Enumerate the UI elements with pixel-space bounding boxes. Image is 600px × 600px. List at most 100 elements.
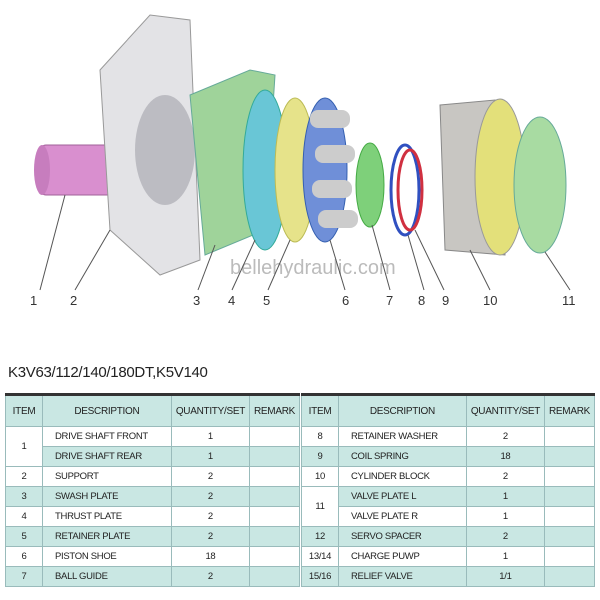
table-header: ITEM DESCRIPTION QUANTITY/SET REMARK xyxy=(301,394,595,427)
cell-remark xyxy=(249,486,300,507)
cell-remark xyxy=(544,546,595,567)
header-description: DESCRIPTION xyxy=(42,394,172,427)
cell-description: RETAINER WASHER xyxy=(338,426,467,447)
cell-quantity: 1 xyxy=(465,486,546,507)
callout-6: 6 xyxy=(342,293,349,308)
callout-8: 8 xyxy=(418,293,425,308)
cell-description: SWASH PLATE xyxy=(42,486,172,507)
cell-remark xyxy=(249,506,300,527)
callout-1: 1 xyxy=(30,293,37,308)
cell-quantity: 2 xyxy=(465,466,546,487)
cell-description: VALVE PLATE R xyxy=(338,506,467,527)
cell-description: THRUST PLATE xyxy=(42,506,172,527)
cell-quantity: 1/1 xyxy=(465,566,546,587)
cell-item: 15/16 xyxy=(301,566,339,587)
cell-item: 4 xyxy=(5,506,43,527)
retainer-washer xyxy=(389,143,424,237)
header-quantity: QUANTITY/SET xyxy=(170,394,251,427)
cell-description: BALL GUIDE xyxy=(42,566,172,587)
cell-item: 9 xyxy=(301,446,339,467)
callout-10: 10 xyxy=(483,293,497,308)
header-item: ITEM xyxy=(5,394,43,427)
header-description: DESCRIPTION xyxy=(338,394,467,427)
cell-remark xyxy=(544,466,595,487)
cell-description: RELIEF VALVE xyxy=(338,566,467,587)
cell-item: 12 xyxy=(301,526,339,547)
cell-remark xyxy=(249,466,300,487)
support-housing xyxy=(99,14,201,276)
header-remark: REMARK xyxy=(249,394,300,427)
cylinder-block xyxy=(439,98,526,256)
cell-quantity: 18 xyxy=(170,546,251,567)
cell-quantity: 1 xyxy=(465,506,546,527)
cell-quantity: 2 xyxy=(170,526,251,547)
callout-3: 3 xyxy=(193,293,200,308)
callout-7: 7 xyxy=(386,293,393,308)
callout-lines xyxy=(39,194,571,291)
ball-guide xyxy=(355,142,385,228)
cell-quantity: 2 xyxy=(465,526,546,547)
callout-9: 9 xyxy=(442,293,449,308)
cell-item: 6 xyxy=(5,546,43,567)
cell-description: PISTON SHOE xyxy=(42,546,172,567)
cell-remark xyxy=(249,426,300,447)
valve-plate xyxy=(513,116,567,254)
cell-quantity: 1 xyxy=(465,546,546,567)
cell-remark xyxy=(544,506,595,527)
cell-item: 10 xyxy=(301,466,339,487)
callout-5: 5 xyxy=(263,293,270,308)
cell-item: 1 xyxy=(5,426,43,467)
cell-description: RETAINER PLATE xyxy=(42,526,172,547)
cell-description: SERVO SPACER xyxy=(338,526,467,547)
cell-quantity: 1 xyxy=(170,446,251,467)
cell-description: CYLINDER BLOCK xyxy=(338,466,467,487)
cell-quantity: 2 xyxy=(170,486,251,507)
watermark: bellehydraulic.com xyxy=(230,257,396,279)
cell-remark xyxy=(249,526,300,547)
cell-quantity: 2 xyxy=(170,466,251,487)
cell-item: 3 xyxy=(5,486,43,507)
cell-remark xyxy=(544,486,595,507)
cell-remark xyxy=(544,446,595,467)
cell-remark xyxy=(249,546,300,567)
cell-item: 8 xyxy=(301,426,339,447)
cell-quantity: 2 xyxy=(465,426,546,447)
cell-remark xyxy=(544,426,595,447)
callout-11: 11 xyxy=(562,293,576,308)
model-title: K3V63/112/140/180DT,K5V140 xyxy=(8,364,208,381)
cell-remark xyxy=(544,566,595,587)
cell-description: VALVE PLATE L xyxy=(338,486,467,507)
cell-description: COIL SPRING xyxy=(338,446,467,467)
cell-item: 13/14 xyxy=(301,546,339,567)
header-item: ITEM xyxy=(301,394,339,427)
cell-description: DRIVE SHAFT FRONT xyxy=(42,426,172,447)
cell-remark xyxy=(249,566,300,587)
cell-item: 2 xyxy=(5,466,43,487)
cell-description: CHARGE PUWP xyxy=(338,546,467,567)
cell-remark xyxy=(544,526,595,547)
cell-item: 5 xyxy=(5,526,43,547)
cell-item: 7 xyxy=(5,566,43,587)
table-header: ITEM DESCRIPTION QUANTITY/SET REMARK xyxy=(5,394,300,427)
cell-quantity: 18 xyxy=(465,446,546,467)
cell-description: DRIVE SHAFT REAR xyxy=(42,446,172,467)
cell-quantity: 1 xyxy=(170,426,251,447)
cell-quantity: 2 xyxy=(170,566,251,587)
cell-remark xyxy=(249,446,300,467)
